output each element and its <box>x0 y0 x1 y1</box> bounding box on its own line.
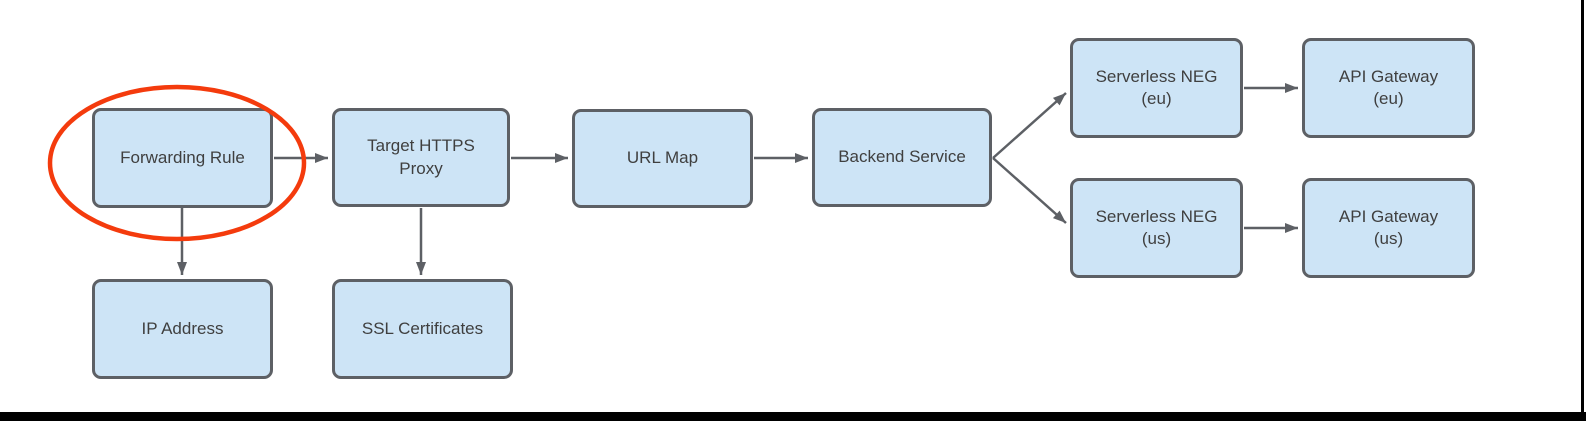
node-ssl-certificates: SSL Certificates <box>332 279 513 379</box>
node-label: API Gateway (eu) <box>1338 66 1439 108</box>
node-backend-service: Backend Service <box>812 108 992 207</box>
node-label: IP Address <box>141 318 224 338</box>
node-forwarding-rule: Forwarding Rule <box>92 108 273 208</box>
edge-backend-service-to-serverless-neg-eu <box>992 92 1067 159</box>
node-api-gateway-us: API Gateway (us) <box>1302 178 1475 278</box>
node-label: Serverless NEG (eu) <box>1095 66 1218 108</box>
node-api-gateway-eu: API Gateway (eu) <box>1302 38 1475 138</box>
node-target-https-proxy: Target HTTPS Proxy <box>332 108 510 207</box>
node-label: Target HTTPS Proxy <box>367 136 475 178</box>
node-serverless-neg-us: Serverless NEG (us) <box>1070 178 1243 278</box>
frame-right-edge <box>1581 0 1584 421</box>
node-label: Forwarding Rule <box>120 147 245 167</box>
node-serverless-neg-eu: Serverless NEG (eu) <box>1070 38 1243 138</box>
edge-backend-service-to-serverless-neg-us <box>992 157 1067 224</box>
node-ip-address: IP Address <box>92 279 273 379</box>
node-label: API Gateway (us) <box>1338 206 1439 248</box>
node-label: SSL Certificates <box>361 318 484 338</box>
node-label: URL Map <box>626 148 699 168</box>
node-label: Serverless NEG (us) <box>1095 206 1218 248</box>
frame-bottom-edge <box>0 412 1586 421</box>
node-label: Backend Service <box>838 147 966 167</box>
node-url-map: URL Map <box>572 109 753 208</box>
